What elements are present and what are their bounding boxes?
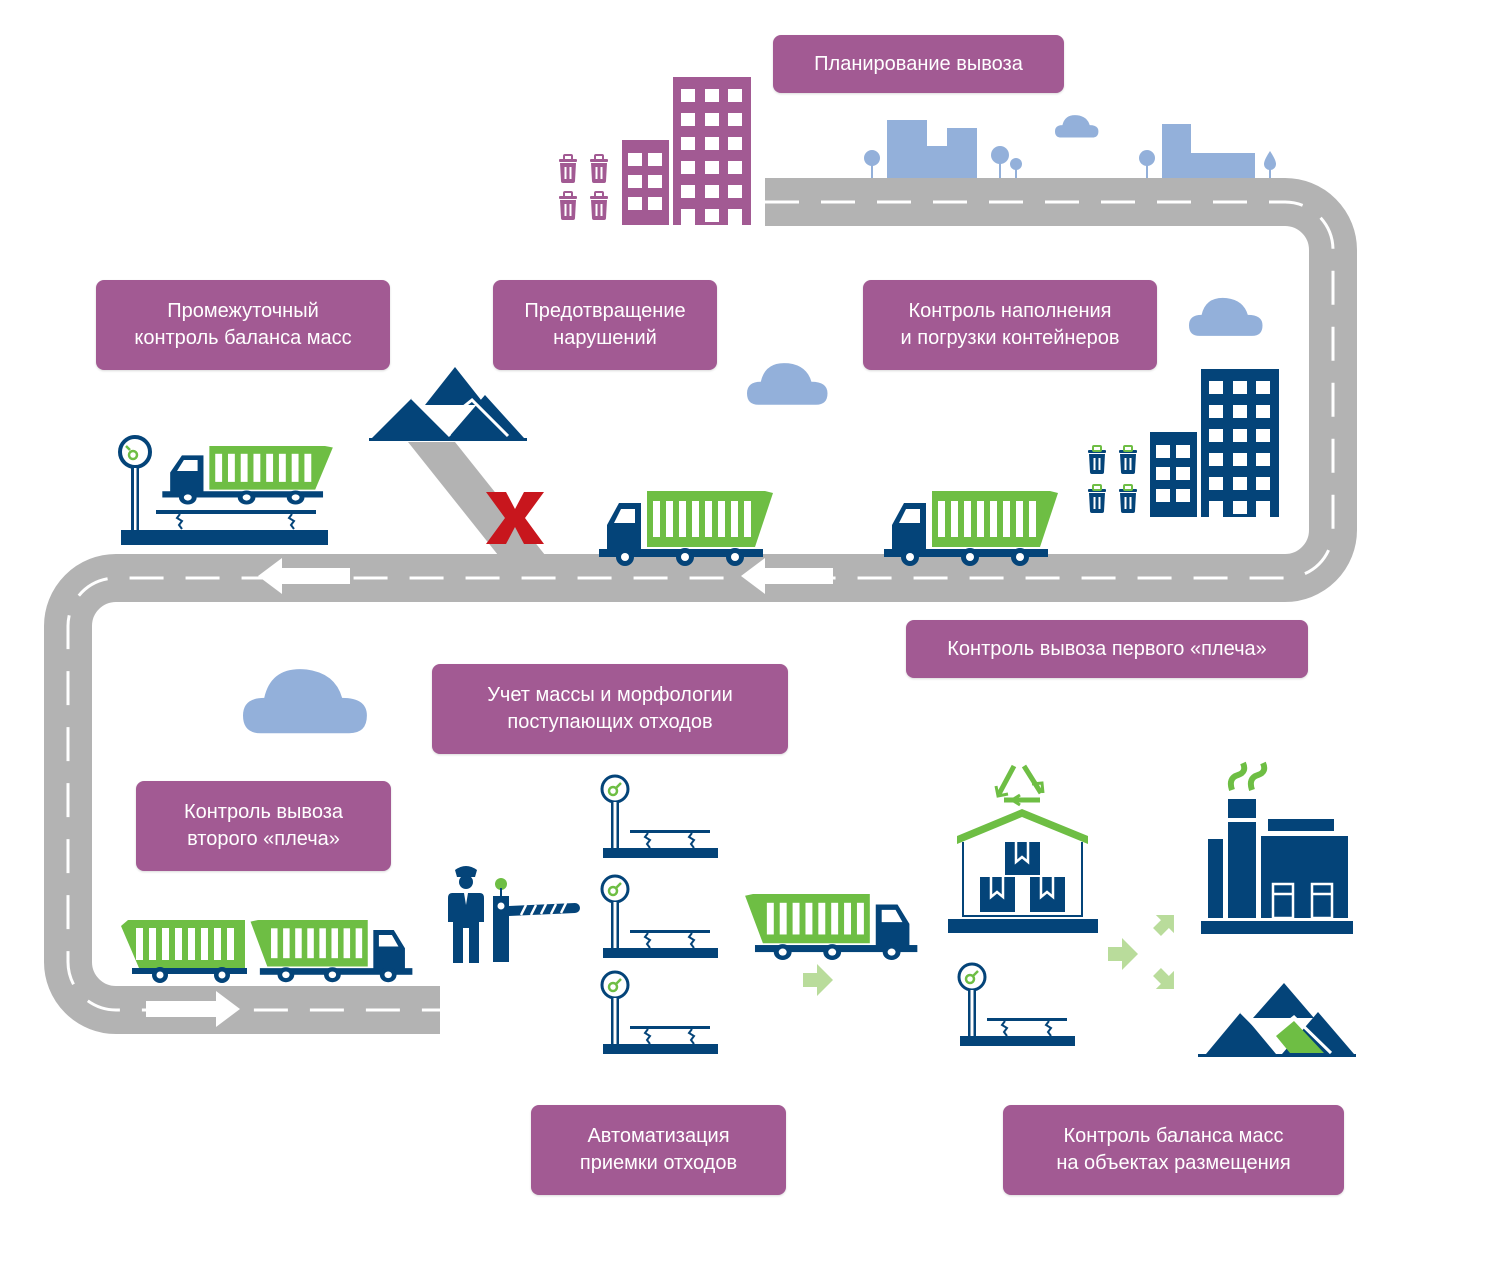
recycle-icon: [994, 764, 1045, 807]
stage-planning[interactable]: Планирование вывоза: [773, 35, 1064, 93]
stage-violation-prevention[interactable]: Предотвращение нарушений: [493, 280, 717, 370]
stage-container-loading[interactable]: Контроль наполнения и погрузки контейнер…: [863, 280, 1157, 370]
trash-bin-icon: [1087, 445, 1138, 514]
landfill-mountain-icon: [369, 367, 527, 441]
building-icon: [622, 77, 751, 225]
platform-scale-icon: [600, 774, 720, 1056]
stage-intermediate-balance[interactable]: Промежуточный контроль баланса масс: [96, 280, 390, 370]
incineration-plant-icon: [1201, 761, 1353, 934]
stage-second-leg[interactable]: Контроль вывоза второго «плеча»: [136, 781, 391, 871]
tree-icon: [991, 146, 1009, 178]
stage-first-leg[interactable]: Контроль вывоза первого «плеча»: [906, 620, 1308, 678]
skyline: [864, 120, 1276, 178]
stage-reception-automation[interactable]: Автоматизация приемки отходов: [531, 1105, 786, 1195]
forbidden-cross-icon: [486, 492, 544, 544]
platform-scale-icon: [957, 962, 1077, 1048]
stage-placement-balance[interactable]: Контроль баланса масс на объектах размещ…: [1003, 1105, 1344, 1195]
garbage-truck-icon: [745, 894, 918, 960]
tree-icon: [864, 150, 880, 178]
recycling-warehouse-icon: [948, 764, 1098, 933]
trash-bin-icon: [558, 154, 609, 221]
garbage-truck-icon: [121, 920, 413, 983]
barrier-gate-icon: [493, 878, 580, 962]
garbage-truck-icon: [884, 491, 1058, 566]
landfill-mountain-icon: [1198, 983, 1356, 1057]
road-arrow-icon: [146, 558, 833, 1027]
building-icon: [1150, 369, 1279, 517]
truck-scale-icon: [118, 435, 333, 545]
tree-icon: [1139, 150, 1155, 178]
garbage-truck-icon: [599, 491, 773, 566]
tree-icon: [1264, 151, 1276, 178]
security-guard-icon: [448, 866, 484, 963]
stage-mass-morphology[interactable]: Учет массы и морфологии поступающих отхо…: [432, 664, 788, 754]
tree-icon: [1010, 158, 1022, 178]
